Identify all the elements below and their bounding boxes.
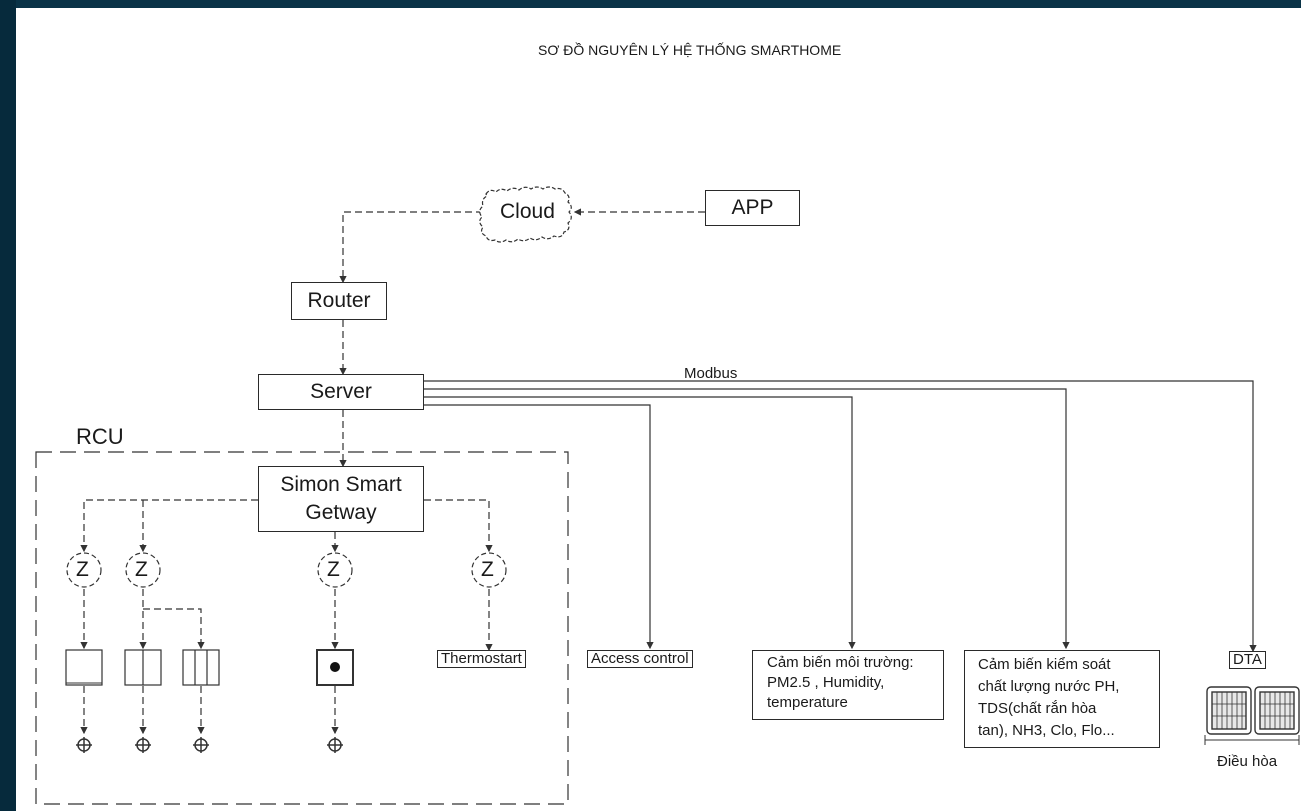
router-node: Router xyxy=(291,282,387,320)
cloud-label: Cloud xyxy=(500,200,555,223)
server-label: Server xyxy=(310,380,372,403)
env-sensor-line: Cảm biến môi trường: xyxy=(767,654,914,671)
app-label: APP xyxy=(731,196,774,219)
cloud-outline xyxy=(479,186,572,243)
water-sensor-line: tan), NH3, Clo, Flo... xyxy=(978,722,1115,739)
dta-label: DTA xyxy=(1229,651,1266,669)
zigbee-icon: Z xyxy=(481,558,494,581)
router-label: Router xyxy=(307,289,371,312)
env-sensor-box: Cảm biến môi trường: PM2.5 , Humidity, t… xyxy=(752,650,944,720)
env-sensor-line: temperature xyxy=(767,694,848,711)
ac-unit-label: Điều hòa xyxy=(1217,753,1278,770)
window-top-bar xyxy=(0,0,1301,8)
water-sensor-line: Cảm biến kiểm soát xyxy=(978,656,1111,673)
gateway-label-line2: Getway xyxy=(305,501,377,524)
app-node: APP xyxy=(705,190,800,226)
rcu-label: RCU xyxy=(76,424,124,449)
zigbee-icon: Z xyxy=(327,558,340,581)
window-left-border xyxy=(0,0,16,811)
diagram-title: SƠ ĐỒ NGUYÊN LÝ HỆ THỐNG SMARTHOME xyxy=(538,42,842,58)
modbus-label: Modbus xyxy=(684,365,738,382)
dimmer-dot xyxy=(330,662,340,672)
server-node: Server xyxy=(258,374,424,410)
water-sensor-line: TDS(chất rắn hòa xyxy=(978,700,1097,717)
zigbee-icon: Z xyxy=(135,558,148,581)
access-control-label: Access control xyxy=(587,650,693,668)
thermostat-label: Thermostart xyxy=(437,650,526,668)
gateway-node: Simon Smart Getway xyxy=(258,466,424,532)
zigbee-icon: Z xyxy=(76,558,89,581)
env-sensor-line: PM2.5 , Humidity, xyxy=(767,674,885,691)
water-sensor-line: chất lượng nước PH, xyxy=(978,678,1120,695)
water-sensor-box: Cảm biến kiểm soát chất lượng nước PH, T… xyxy=(964,650,1160,748)
air-conditioner-graphic xyxy=(1204,686,1300,745)
gateway-label-line1: Simon Smart xyxy=(280,473,402,496)
